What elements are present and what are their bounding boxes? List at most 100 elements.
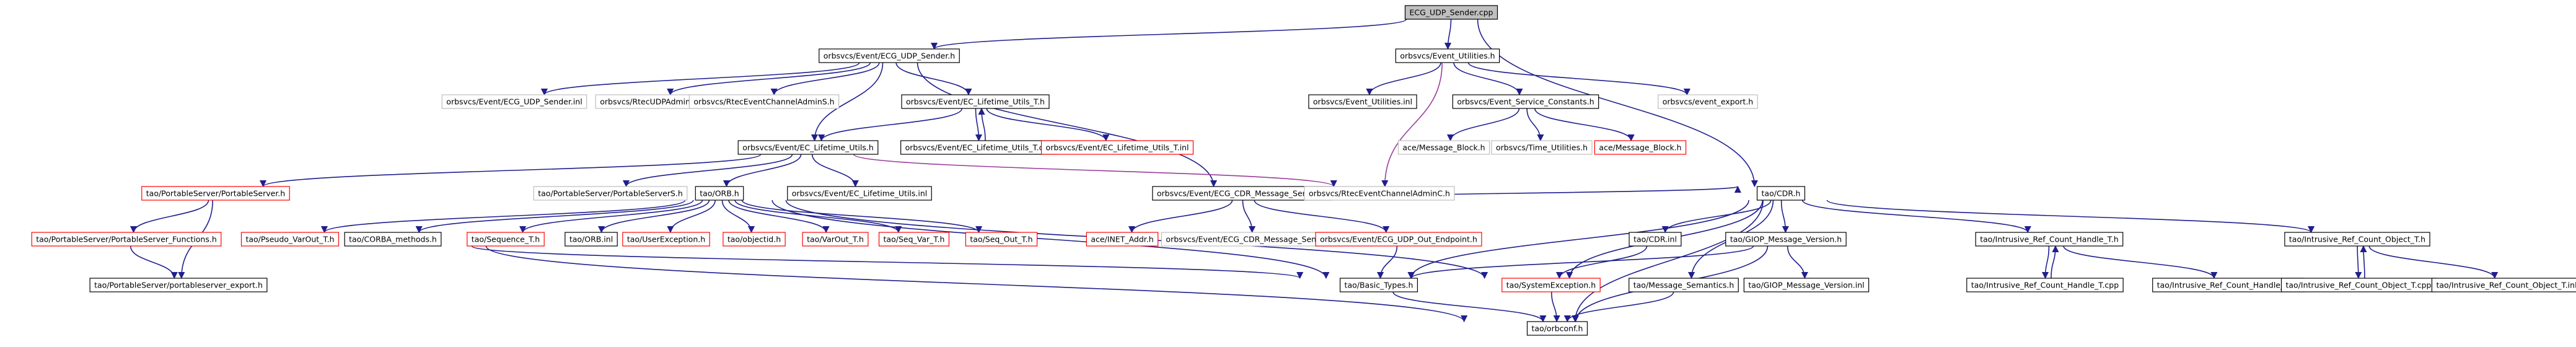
node-box bbox=[1756, 186, 1806, 201]
edge-eclifetimeutils-h-to-portableservers-h bbox=[623, 154, 793, 188]
node-label: tao/CDR.inl bbox=[1633, 235, 1677, 244]
node-ecgcdrmsgsender-inl[interactable]: orbsvcs/Event/ECG_CDR_Message_Sender.inl bbox=[1161, 232, 1345, 247]
edge-portableserver-h-to-psfunctions bbox=[130, 200, 209, 234]
node-box bbox=[1629, 232, 1682, 247]
node-box bbox=[901, 94, 1050, 109]
edge-udpoutendpoint-to-basictypes bbox=[1376, 245, 1398, 279]
node-label: tao/VarOut_T.h bbox=[807, 235, 864, 244]
node-eventexport[interactable]: orbsvcs/event_export.h bbox=[1658, 94, 1758, 109]
node-label: tao/Pseudo_VarOut_T.h bbox=[245, 235, 334, 244]
node-inetaddr[interactable]: ace/INET_Addr.h bbox=[1086, 232, 1159, 247]
node-label: tao/SystemException.h bbox=[1506, 281, 1596, 290]
node-label: tao/Intrusive_Ref_Count_Object_T.h bbox=[2289, 235, 2425, 244]
edge-irco-h-to-irco-cpp bbox=[2355, 245, 2362, 279]
node-box bbox=[1526, 321, 1588, 336]
node-udpoutendpoint[interactable]: orbsvcs/Event/ECG_UDP_Out_Endpoint.h bbox=[1315, 232, 1482, 247]
node-label: orbsvcs/RtecUDPAdminS.h bbox=[600, 97, 703, 107]
node-box bbox=[1743, 278, 1870, 292]
node-eclifetimeutils-t-h[interactable]: orbsvcs/Event/EC_Lifetime_Utils_T.h bbox=[901, 94, 1050, 109]
node-irch-cpp[interactable]: tao/Intrusive_Ref_Count_Handle_T.cpp bbox=[1966, 278, 2124, 292]
edge-orb-h-to-seqout-t bbox=[741, 200, 983, 234]
node-box bbox=[344, 232, 442, 247]
node-rtecudpadmin[interactable]: orbsvcs/RtecUDPAdminS.h bbox=[595, 94, 708, 109]
edge-cdr-h-to-irco-h bbox=[1826, 200, 2314, 234]
node-box bbox=[622, 232, 710, 247]
node-orb-h[interactable]: tao/ORB.h bbox=[695, 186, 744, 201]
node-ecgudpsender-inl[interactable]: orbsvcs/Event/ECG_UDP_Sender.inl bbox=[441, 94, 587, 109]
node-psexport[interactable]: tao/PortableServer/portableserver_export… bbox=[89, 278, 268, 292]
node-label: tao/CORBA_methods.h bbox=[349, 235, 437, 244]
edge-irch-h-to-irch-cpp bbox=[2041, 245, 2050, 279]
node-ace-msgblock-red[interactable]: ace/Message_Block.h bbox=[1594, 140, 1687, 155]
node-basictypes[interactable]: tao/Basic_Types.h bbox=[1339, 278, 1418, 292]
edge-ecgudpsender-h-to-eclifetimeutils-h bbox=[811, 62, 884, 142]
node-irco-h[interactable]: tao/Intrusive_Ref_Count_Object_T.h bbox=[2284, 232, 2430, 247]
node-sequence-t[interactable]: tao/Sequence_T.h bbox=[467, 232, 545, 247]
node-box bbox=[1315, 232, 1482, 247]
node-portableservers-h[interactable]: tao/PortableServer/PortableServerS.h bbox=[533, 186, 688, 201]
edge-orb-h-to-pseudovarout bbox=[321, 200, 686, 234]
node-label: ECG_UDP_Sender.cpp bbox=[1409, 8, 1493, 17]
node-irco-cpp[interactable]: tao/Intrusive_Ref_Count_Object_T.cpp bbox=[2280, 278, 2437, 292]
node-rtecchanneladminc[interactable]: orbsvcs/RtecEventChannelAdminC.h bbox=[1304, 186, 1455, 201]
node-root[interactable]: ECG_UDP_Sender.cpp bbox=[1404, 5, 1498, 20]
node-box bbox=[2284, 232, 2430, 247]
node-ecgcdrmsgsender[interactable]: orbsvcs/Event/ECG_CDR_Message_Sender.h bbox=[1152, 186, 1332, 201]
node-systemexception[interactable]: tao/SystemException.h bbox=[1501, 278, 1601, 292]
node-irch-h[interactable]: tao/Intrusive_Ref_Count_Handle_T.h bbox=[1975, 232, 2124, 247]
edge-eclifetimeutils-t-h-to-eclifetimeutils-t-inl bbox=[986, 108, 1110, 142]
node-box bbox=[31, 232, 222, 247]
node-label: tao/ORB.inl bbox=[569, 235, 613, 244]
node-msgsemantics[interactable]: tao/Message_Semantics.h bbox=[1629, 278, 1739, 292]
edge-cdr-h-to-irch-h bbox=[1801, 200, 2031, 234]
node-giopmsgversion-h[interactable]: tao/GIOP_Message_Version.h bbox=[1725, 232, 1847, 247]
node-label: tao/GIOP_Message_Version.h bbox=[1730, 235, 1842, 244]
node-rtecchanneladmins[interactable]: orbsvcs/RtecEventChannelAdminS.h bbox=[688, 94, 840, 109]
node-eclifetimeutils-t-cpp[interactable]: orbsvcs/Event/EC_Lifetime_Utils_T.cpp bbox=[900, 140, 1058, 155]
node-box bbox=[802, 232, 869, 247]
edge-irco-cpp-to-irco-h bbox=[2360, 245, 2367, 279]
node-corbamethods[interactable]: tao/CORBA_methods.h bbox=[344, 232, 442, 247]
node-box bbox=[737, 140, 879, 155]
node-seqvar-t[interactable]: tao/Seq_Var_T.h bbox=[878, 232, 950, 247]
node-label: ace/Message_Block.h bbox=[1402, 143, 1485, 152]
node-box bbox=[2431, 278, 2576, 292]
node-userexception[interactable]: tao/UserException.h bbox=[622, 232, 710, 247]
node-objectid[interactable]: tao/objectid.h bbox=[723, 232, 786, 247]
node-label: tao/CDR.h bbox=[1762, 189, 1801, 198]
node-eventutilities-h[interactable]: orbsvcs/Event_Utilities.h bbox=[1395, 48, 1500, 63]
node-eclifetimeutils-inl[interactable]: orbsvcs/Event/EC_Lifetime_Utils.inl bbox=[787, 186, 932, 201]
node-ecgudpsender-h[interactable]: orbsvcs/Event/ECG_UDP_Sender.h bbox=[819, 48, 960, 63]
edge-ecgcdrmsgsender-to-ecgcdrmsgsender-inl bbox=[1242, 200, 1256, 234]
node-pseudovarout[interactable]: tao/Pseudo_VarOut_T.h bbox=[240, 232, 340, 247]
node-seqout-t[interactable]: tao/Seq_Out_T.h bbox=[965, 232, 1038, 247]
node-irco-inl[interactable]: tao/Intrusive_Ref_Count_Object_T.inl bbox=[2431, 278, 2576, 292]
node-eventutilities-inl[interactable]: orbsvcs/Event_Utilities.inl bbox=[1308, 94, 1417, 109]
edge-basictypes-to-orbconf bbox=[1392, 291, 1547, 323]
node-portableserver-h[interactable]: tao/PortableServer/PortableServer.h bbox=[141, 186, 290, 201]
node-eclifetimeutils-h[interactable]: orbsvcs/Event/EC_Lifetime_Utils.h bbox=[737, 140, 879, 155]
node-timeutilities[interactable]: orbsvcs/Time_Utilities.h bbox=[1491, 140, 1593, 155]
node-orbconf[interactable]: tao/orbconf.h bbox=[1526, 321, 1588, 336]
node-giopmsgversion-inl[interactable]: tao/GIOP_Message_Version.inl bbox=[1743, 278, 1870, 292]
edge-irch-cpp-to-irch-h bbox=[2051, 245, 2059, 279]
node-cdr-inl[interactable]: tao/CDR.inl bbox=[1629, 232, 1682, 247]
node-box bbox=[1339, 278, 1418, 292]
edge-irco-h-to-irco-inl bbox=[2368, 245, 2499, 279]
node-orb-inl[interactable]: tao/ORB.inl bbox=[565, 232, 618, 247]
node-eclifetimeutils-t-inl[interactable]: orbsvcs/Event/EC_Lifetime_Utils_T.inl bbox=[1040, 140, 1194, 155]
edge-cdr-inl-to-systemexception bbox=[1555, 245, 1648, 279]
node-varout-t[interactable]: tao/VarOut_T.h bbox=[802, 232, 869, 247]
node-eventserviceconstants[interactable]: orbsvcs/Event_Service_Constants.h bbox=[1452, 94, 1599, 109]
edge-systemexception-to-orbconf bbox=[1551, 291, 1560, 323]
node-label: tao/Intrusive_Ref_Count_Handle_T.inl bbox=[2157, 281, 2300, 290]
edge-ecgcdrmsgsender-to-udpoutendpoint bbox=[1254, 200, 1390, 234]
node-box bbox=[1395, 48, 1500, 63]
node-psfunctions[interactable]: tao/PortableServer/PortableServer_Functi… bbox=[31, 232, 222, 247]
node-box bbox=[819, 48, 960, 63]
node-ace-msgblock-gray[interactable]: ace/Message_Block.h bbox=[1397, 140, 1490, 155]
node-box bbox=[467, 232, 545, 247]
node-irch-inl[interactable]: tao/Intrusive_Ref_Count_Handle_T.inl bbox=[2152, 278, 2305, 292]
node-cdr-h[interactable]: tao/CDR.h bbox=[1756, 186, 1806, 201]
